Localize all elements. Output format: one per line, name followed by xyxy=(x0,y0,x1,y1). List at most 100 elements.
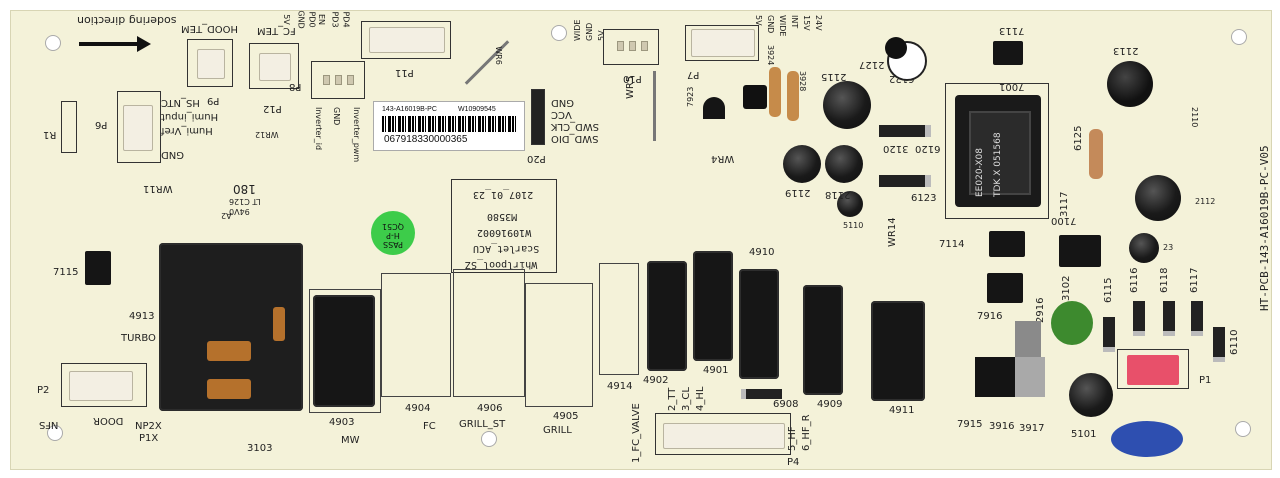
turbo-label: TURBO xyxy=(121,333,156,344)
sticker-code: 143-A16019B-PC xyxy=(382,106,437,113)
swd-pin-label: VCC xyxy=(551,109,572,120)
info-line: W10916002 xyxy=(477,227,532,238)
k4902-label: 4902 xyxy=(643,375,669,386)
r1-outline xyxy=(61,101,77,153)
date-mark-line: 94V0 xyxy=(229,207,250,216)
p12-pin-label: 5V xyxy=(281,14,291,25)
tt-label: 2_TT xyxy=(667,387,678,411)
d6115-label: 6115 xyxy=(1103,277,1114,303)
resistor xyxy=(787,71,799,121)
pass-line: H-P xyxy=(386,231,400,240)
d6117-label: 6117 xyxy=(1189,267,1200,293)
p12-pin-label: PD0 xyxy=(307,11,317,28)
wr11-label: WR11 xyxy=(143,183,173,194)
fc-label: FC xyxy=(423,421,436,432)
k4914-label: 4914 xyxy=(607,381,633,392)
p7-pin-label: WIDE xyxy=(778,15,787,37)
diode xyxy=(879,125,931,137)
mounting-hole xyxy=(551,25,567,41)
pwm-controller-ic xyxy=(1059,235,1101,267)
d6123-label: 6123 xyxy=(911,193,937,204)
inverter-gnd-label: GND xyxy=(332,107,341,126)
wr12-label: WR12 xyxy=(255,130,279,139)
grill-relay-outline xyxy=(525,283,593,407)
barcode-number: 067918330000365 xyxy=(384,134,468,145)
q7923-label: 7923 xyxy=(686,86,695,107)
p7-connector xyxy=(691,29,755,57)
pin xyxy=(617,41,624,51)
solder-direction-arrow xyxy=(79,42,139,46)
arrow-head-icon xyxy=(137,36,151,52)
mounting-hole xyxy=(1235,421,1251,437)
k4906-label: 4906 xyxy=(477,403,503,414)
p12-pin-label: EN xyxy=(317,13,327,26)
p1-connector xyxy=(1127,355,1179,385)
transistor xyxy=(703,97,725,119)
p7-outline xyxy=(685,25,759,61)
wide-pin-label: GND xyxy=(585,22,594,41)
p12-connector xyxy=(259,53,291,81)
mw-label: MW xyxy=(341,435,360,446)
k4910-label: 4910 xyxy=(749,247,775,258)
capacitor xyxy=(1129,233,1159,263)
k4911-label: 4911 xyxy=(889,405,915,416)
u7114-label: 7114 xyxy=(939,239,965,250)
c5110-label: 5110 xyxy=(843,221,864,230)
r3924-label: 3924 xyxy=(766,45,775,66)
r3917-label: 3917 xyxy=(1019,423,1045,434)
transistor xyxy=(743,85,767,109)
p1-outline xyxy=(1117,349,1189,389)
p9-connector xyxy=(197,49,225,79)
p11-connector xyxy=(369,27,445,53)
relay-4909 xyxy=(803,285,843,395)
u7916-label: 7916 xyxy=(977,311,1003,322)
optocoupler-ic xyxy=(989,231,1025,257)
hood-tem-label: HOOD_TEM xyxy=(181,23,239,34)
diode xyxy=(879,175,931,187)
k4913-label: 4913 xyxy=(129,311,155,322)
humi-input-label: Humi_input xyxy=(161,111,219,122)
p12-pin-label: PD4 xyxy=(341,11,351,28)
capacitor xyxy=(1107,61,1153,107)
humi-vref-label: Humi_Vref xyxy=(161,125,213,136)
p7-pin-label: 24V xyxy=(814,15,823,31)
c2112-label: 2112 xyxy=(1195,197,1216,206)
mounting-hole xyxy=(45,35,61,51)
pass-line: PASS xyxy=(383,240,403,249)
p7-pin-label: 5V xyxy=(754,15,763,26)
relay-coil xyxy=(273,307,285,341)
p11-label: P11 xyxy=(395,67,414,78)
date-mark-line: A2 xyxy=(221,211,232,220)
pin xyxy=(323,75,330,85)
t7001-label: 7001 xyxy=(999,81,1025,92)
p7-pin-label: GND xyxy=(766,15,775,34)
transformer-brand-label: TDK X 051568 xyxy=(993,132,1003,197)
u7115-label: 7115 xyxy=(53,267,79,278)
info-line: M3580 xyxy=(487,211,518,222)
capacitor xyxy=(837,191,863,217)
u7915-label: 7915 xyxy=(957,419,983,430)
d6116-label: 6116 xyxy=(1129,267,1140,293)
diode xyxy=(1163,301,1175,336)
mounting-hole xyxy=(481,431,497,447)
r3928-label: 3928 xyxy=(798,71,807,92)
c5101-label: 5101 xyxy=(1071,429,1097,440)
r1-label: R1 xyxy=(43,129,57,140)
k4901-label: 4901 xyxy=(703,365,729,376)
c3103-label: 3103 xyxy=(247,443,273,454)
grill-st-label: GRILL_ST xyxy=(459,419,506,430)
relay-4901 xyxy=(693,251,733,361)
optocoupler-ic xyxy=(987,273,1023,303)
resistor xyxy=(1089,129,1103,179)
p4-outline xyxy=(655,413,791,455)
diode xyxy=(1191,301,1203,336)
varistor xyxy=(1111,421,1183,457)
p6-connector xyxy=(123,105,153,151)
diode xyxy=(1133,301,1145,336)
r3120-label: 3120 xyxy=(883,143,909,154)
p2-label: P2 xyxy=(37,385,50,396)
pin xyxy=(641,41,648,51)
p12-outline xyxy=(249,43,299,89)
relay-coil xyxy=(207,341,251,361)
np2x-label: NP2X xyxy=(135,421,162,432)
